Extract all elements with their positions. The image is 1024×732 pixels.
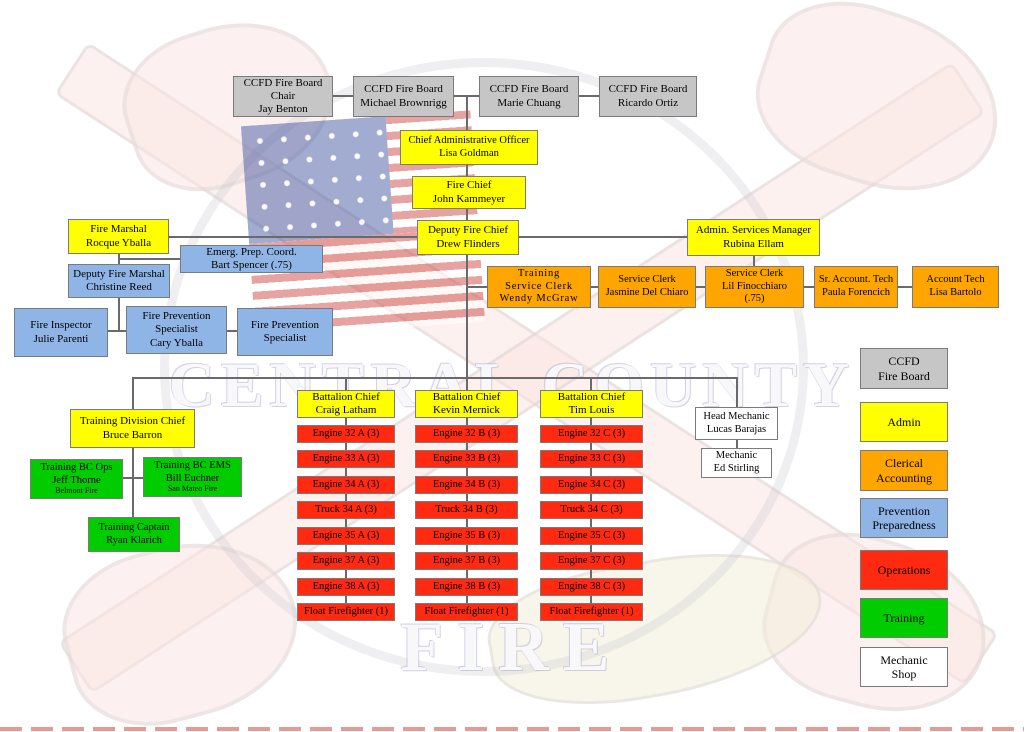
node-training-service-clerk: Training Service Clerk Wendy McGraw — [487, 266, 591, 308]
connector-line — [118, 297, 120, 331]
node-battalion-c-chief: Battalion Chief Tim Louis — [540, 390, 643, 418]
flag-stripes — [385, 110, 479, 234]
node-battalion-b-unit: Engine 37 B (3) — [415, 552, 518, 570]
node-battalion-b-unit: Engine 32 B (3) — [415, 425, 518, 443]
node-battalion-b-unit: Float Firefighter (1) — [415, 603, 518, 621]
node-ccfd-board-member-3: CCFD Fire Board Ricardo Ortiz — [599, 76, 697, 117]
node-battalion-b-unit: Engine 35 B (3) — [415, 527, 518, 545]
node-note: San Mateo Fire — [167, 484, 218, 494]
node-fp-specialist-cary: Fire Prevention Specialist Cary Yballa — [126, 306, 227, 354]
node-account-tech: Account Tech Lisa Bartolo — [912, 266, 999, 308]
node-ccfd-board-member-1: CCFD Fire Board Michael Brownrigg — [353, 76, 454, 117]
node-deputy-fire-marshal: Deputy Fire Marshal Christine Reed — [68, 264, 170, 298]
node-battalion-c-unit: Engine 33 C (3) — [540, 450, 643, 468]
node-battalion-a-unit: Engine 32 A (3) — [297, 425, 395, 443]
connector-line — [466, 286, 488, 288]
node-ccfd-board-chair: CCFD Fire Board Chair Jay Benton — [233, 76, 333, 117]
node-sr-account-tech: Sr. Account. Tech Paula Forencich — [814, 266, 898, 308]
node-admin-services-manager: Admin. Services Manager Rubina Ellam — [687, 219, 820, 256]
node-ccfd-board-member-2: CCFD Fire Board Marie Chuang — [479, 76, 579, 117]
node-label: Training BC EMS Bill Euchner — [154, 460, 231, 484]
node-battalion-b-unit: Engine 33 B (3) — [415, 450, 518, 468]
node-battalion-b-unit: Engine 34 B (3) — [415, 476, 518, 494]
connector-line — [466, 254, 468, 391]
node-training-bc-ems: Training BC EMS Bill Euchner San Mateo F… — [143, 457, 242, 497]
node-battalion-a-unit: Engine 35 A (3) — [297, 527, 395, 545]
node-battalion-c-unit: Engine 32 C (3) — [540, 425, 643, 443]
node-deputy-fire-chief: Deputy Fire Chief Drew Flinders — [417, 220, 519, 255]
legend-item-training: Training — [860, 598, 948, 638]
connector-line — [519, 236, 687, 238]
connector-line — [132, 377, 738, 379]
connector-line — [333, 95, 353, 97]
connector-line — [579, 95, 599, 97]
node-battalion-c-unit: Engine 38 C (3) — [540, 578, 643, 596]
axe-handle-end-watermark — [478, 531, 834, 725]
legend-item-mechanic: Mechanic Shop — [860, 647, 948, 687]
legend-item-operations: Operations — [860, 550, 948, 590]
node-battalion-b-unit: Truck 34 B (3) — [415, 501, 518, 519]
node-battalion-c-unit: Engine 34 C (3) — [540, 476, 643, 494]
connector-line — [169, 236, 417, 238]
node-battalion-b-unit: Engine 38 B (3) — [415, 578, 518, 596]
connector-line — [590, 377, 592, 391]
node-mechanic: Mechanic Ed Stirling — [701, 448, 772, 478]
node-chief-administrative-officer: Chief Administrative Officer Lisa Goldma… — [400, 130, 538, 165]
node-fire-inspector: Fire Inspector Julie Parenti — [14, 308, 108, 357]
node-battalion-a-unit: Engine 37 A (3) — [297, 552, 395, 570]
legend-item-prevention: Prevention Preparedness — [860, 498, 948, 538]
legend-item-admin: Admin — [860, 402, 948, 442]
node-battalion-b-chief: Battalion Chief Kevin Mernick — [415, 390, 518, 418]
node-fp-specialist: Fire Prevention Specialist — [237, 308, 333, 356]
axe-blade-watermark — [737, 0, 1022, 219]
legend-item-fire-board: CCFD Fire Board — [860, 348, 948, 389]
node-battalion-a-chief: Battalion Chief Craig Latham — [297, 390, 395, 418]
connector-line — [118, 258, 180, 260]
node-service-clerk-2: Service Clerk Lil Finocchiaro (.75) — [705, 266, 804, 308]
node-training-captain: Training Captain Ryan Klarich — [88, 517, 180, 552]
node-emerg-prep-coord: Emerg. Prep. Coord. Bart Spencer (.75) — [180, 245, 323, 273]
node-battalion-c-unit: Engine 35 C (3) — [540, 527, 643, 545]
connector-line — [898, 286, 913, 288]
node-battalion-a-unit: Engine 38 A (3) — [297, 578, 395, 596]
connector-line — [736, 377, 738, 408]
node-head-mechanic: Head Mechanic Lucas Barajas — [695, 407, 778, 440]
flag-canton — [240, 116, 394, 244]
node-battalion-a-unit: Engine 34 A (3) — [297, 476, 395, 494]
node-service-clerk-1: Service Clerk Jasmine Del Chiaro — [598, 266, 696, 308]
connector-line — [466, 96, 468, 131]
node-battalion-c-unit: Engine 37 C (3) — [540, 552, 643, 570]
node-battalion-c-unit: Float Firefighter (1) — [540, 603, 643, 621]
connector-line — [132, 447, 134, 518]
node-fire-chief: Fire Chief John Kammeyer — [412, 176, 526, 209]
connector-line — [132, 377, 134, 410]
connector-line — [345, 377, 347, 391]
node-battalion-c-unit: Truck 34 C (3) — [540, 501, 643, 519]
node-fire-marshal: Fire Marshal Rocque Yballa — [68, 219, 169, 254]
node-label: Training BC Ops Jeff Thorne — [40, 462, 113, 486]
node-battalion-a-unit: Float Firefighter (1) — [297, 603, 395, 621]
node-battalion-a-unit: Engine 33 A (3) — [297, 450, 395, 468]
node-training-division-chief: Training Division Chief Bruce Barron — [70, 409, 195, 448]
node-training-bc-ops: Training BC Ops Jeff Thorne Belmont Fire — [30, 459, 123, 499]
node-note: Belmont Fire — [55, 486, 98, 496]
node-battalion-a-unit: Truck 34 A (3) — [297, 501, 395, 519]
legend-item-clerical: Clerical Accounting — [860, 450, 948, 491]
bottom-dashed-border — [0, 727, 1024, 731]
